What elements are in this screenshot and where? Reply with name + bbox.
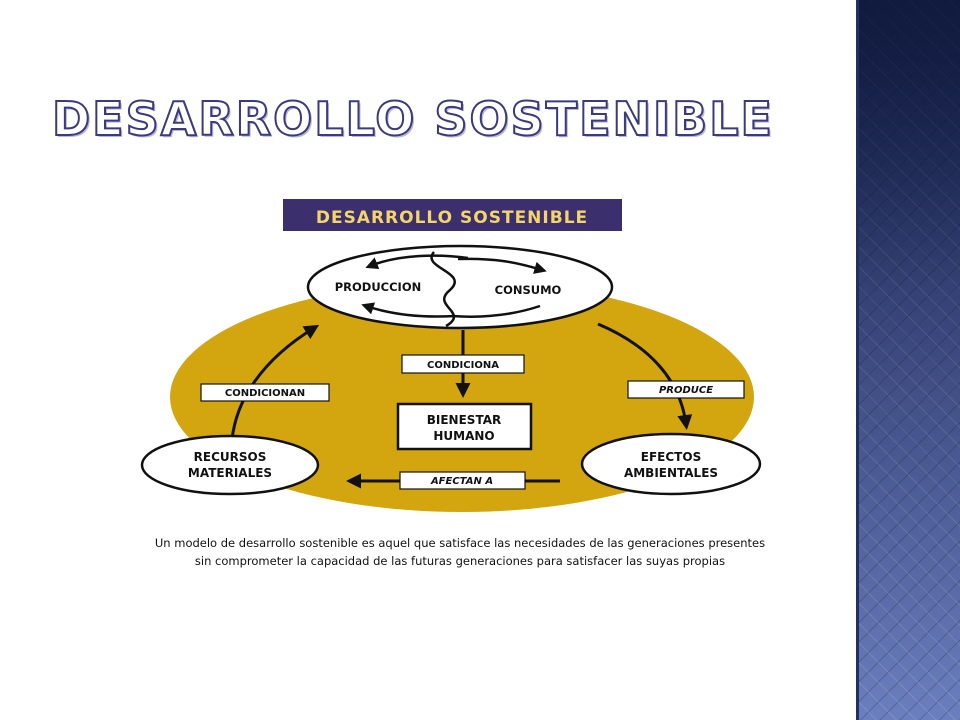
slide-title: DESARROLLO SOSTENIBLE: [51, 91, 774, 147]
arrow-produces: [597, 322, 693, 430]
cycle-arrow-bottom: [451, 304, 541, 318]
caption-line-2: sin comprometer la capacidad de las futu…: [194, 554, 726, 568]
produces-label: PRODUCE: [659, 385, 713, 396]
diagram-banner-text: DESARROLLO SOSTENIBLE: [316, 208, 588, 228]
decorative-side-panel: [856, 0, 960, 720]
condition-plural-label: CONDICIONAN: [225, 388, 305, 399]
environmental-effects-node: [580, 432, 762, 496]
diagram-banner: [283, 199, 622, 231]
arrow-condition-plural: [230, 324, 320, 441]
resources-label-line2: MATERIALES: [188, 466, 272, 480]
production-label: PRODUCCION: [335, 280, 422, 294]
affect-label: AFECTAN A: [430, 476, 493, 487]
produces-tag: [627, 380, 745, 399]
affect-tag: [399, 471, 526, 490]
condition-plural-tag: [200, 383, 330, 402]
human-wellbeing-node: [396, 402, 533, 451]
material-resources-node: [140, 434, 320, 496]
consumption-label: CONSUMO: [495, 283, 562, 297]
cycle-arrow-bottom-left: [361, 302, 456, 318]
wellbeing-label-line1: BIENESTAR: [427, 413, 501, 427]
diagram-caption: Un modelo de desarrollo sostenible es aq…: [140, 534, 780, 570]
wellbeing-label-line2: HUMANO: [433, 429, 494, 443]
resources-label-line1: RECURSOS: [194, 450, 267, 464]
conditions-label: CONDICIONA: [427, 360, 499, 371]
effects-label-line2: AMBIENTALES: [624, 466, 718, 480]
cycle-arrow-top: [365, 254, 469, 270]
caption-line-1: Un modelo de desarrollo sostenible es aq…: [154, 536, 766, 550]
conditions-tag: [401, 354, 525, 374]
sustainable-development-diagram: DESARROLLO SOSTENIBLE PRODUCCION CONSUMO…: [140, 199, 762, 512]
effects-label-line1: EFECTOS: [641, 450, 701, 464]
cycle-arrow-top-right: [457, 257, 547, 274]
